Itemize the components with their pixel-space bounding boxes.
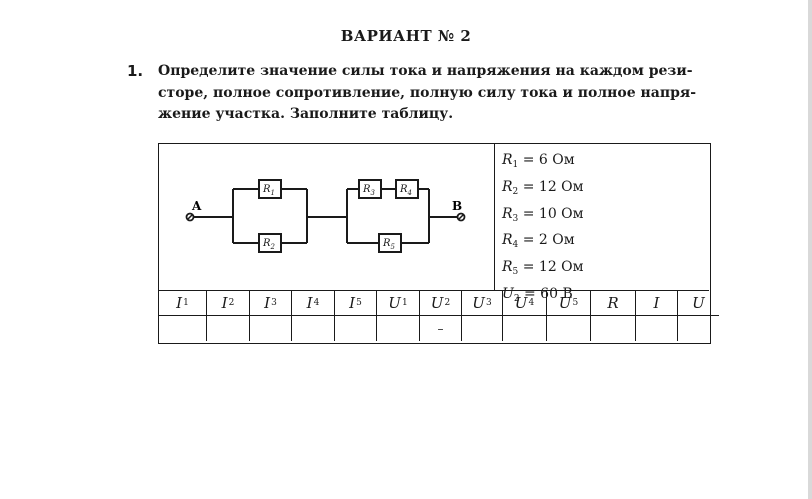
value-r (591, 316, 636, 341)
circuit-diagram-cell: A B R1 R2 R3 R4 R5 (159, 144, 495, 290)
task-text: Определите значение силы тока и напряжен… (158, 61, 713, 126)
given-r2: R2 = 12 Ом (502, 178, 584, 197)
header-i: I (636, 291, 678, 316)
value-u3 (462, 316, 503, 341)
task-number: 1. (127, 62, 144, 80)
given-values: R1 = 6 Ом R2 = 12 Ом R3 = 10 Ом R4 = 2 О… (495, 144, 709, 304)
value-i1 (159, 316, 207, 341)
given-r5: R5 = 12 Ом (502, 259, 584, 278)
given-u2: U2 = 60 В (502, 285, 573, 304)
resistor-r3-label: R3 (362, 184, 376, 197)
node-label-a: A (191, 199, 202, 213)
resistor-r2-label: R2 (262, 238, 276, 251)
task-line: Определите значение силы тока и напряжен… (158, 63, 693, 79)
page-title: ВАРИАНТ № 2 (340, 27, 472, 45)
given-r4: R4 = 2 Ом (502, 232, 575, 251)
task-line: жение участка. Заполните таблицу. (158, 106, 454, 122)
resistor-r4-label: R4 (399, 184, 412, 197)
header-u: U (678, 291, 719, 316)
task-line: сторе, полное сопротивление, полную силу… (158, 84, 697, 101)
value-i3 (250, 316, 292, 341)
resistor-r1-label: R1 (262, 184, 275, 197)
window-edge (808, 0, 812, 499)
value-u1 (377, 316, 420, 341)
value-u2: – (420, 316, 462, 341)
header-r: R (591, 291, 636, 316)
value-u5 (547, 316, 591, 341)
value-u (678, 316, 719, 341)
value-i5 (335, 316, 377, 341)
resistor-r5-label: R5 (382, 238, 396, 251)
circuit-diagram: A B R1 R2 R3 R4 R5 (185, 179, 466, 253)
value-i2 (207, 316, 250, 341)
value-i (636, 316, 678, 341)
node-label-b: B (452, 199, 462, 213)
value-i4 (292, 316, 335, 341)
value-u4 (503, 316, 547, 341)
terminal-a-icon (185, 212, 195, 222)
terminal-b-icon (456, 212, 466, 222)
given-r1: R1 = 6 Ом (502, 152, 575, 170)
given-r3: R3 = 10 Ом (502, 205, 584, 224)
task-table: A B R1 R2 R3 R4 R5 R1 = 6 Ом R2 = 12 Ом … (158, 143, 719, 344)
